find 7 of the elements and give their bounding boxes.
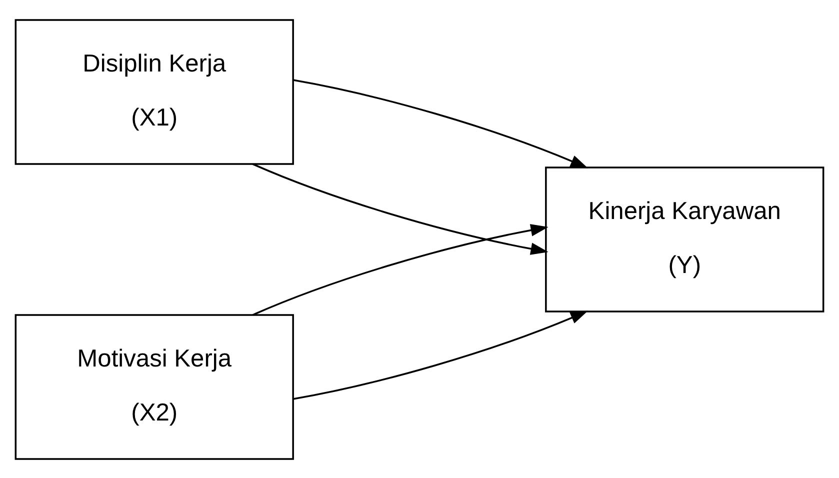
node-box: Motivasi Kerja (X2)	[14, 314, 294, 460]
node-box: Kinerja Karyawan (Y)	[545, 166, 824, 312]
arrow	[252, 162, 548, 254]
arrow	[292, 310, 588, 400]
node-box: Disiplin Kerja (X1)	[14, 18, 294, 164]
arrow	[292, 78, 588, 168]
arrow	[252, 224, 548, 316]
